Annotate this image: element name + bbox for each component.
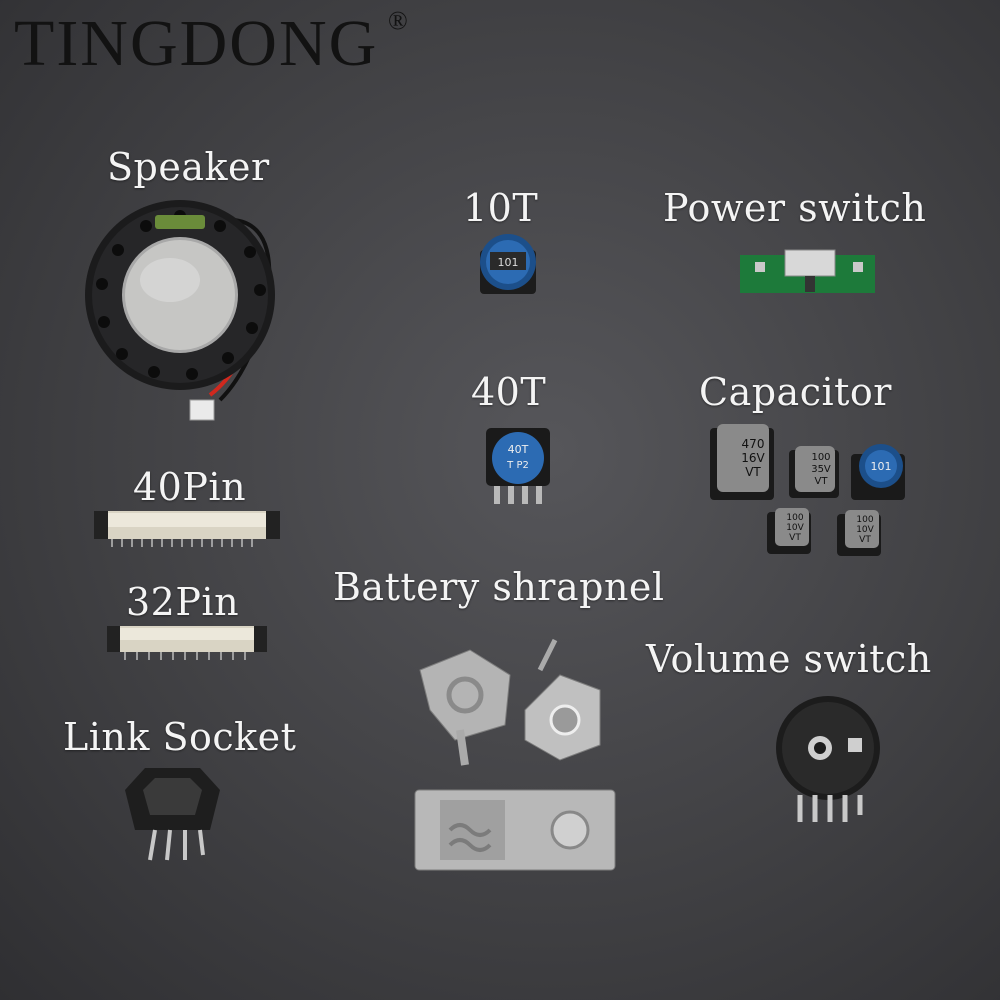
cap-small-b-line3: VT xyxy=(859,535,871,545)
cap-small-b-line1: 100 xyxy=(856,515,873,525)
cap-small-a-line1: 100 xyxy=(786,513,803,523)
inductor-40t-marking-bottom: T P2 xyxy=(506,460,529,471)
cap-mid-line2: 35V xyxy=(811,464,831,475)
label-10t: 10T xyxy=(463,186,539,230)
connector-40pin-image xyxy=(94,511,280,547)
inductor-10t-image: 101 xyxy=(480,234,536,294)
connector-32pin-image xyxy=(107,626,267,660)
cap-large-line2: 16V xyxy=(741,451,765,465)
speaker-image xyxy=(85,200,275,421)
capacitors-image: 470 16V VT 100 35V VT 101 100 10V VT 100… xyxy=(710,424,905,556)
label-32pin: 32Pin xyxy=(126,580,240,624)
registered-mark: ® xyxy=(388,6,408,35)
link-socket-image xyxy=(125,768,220,861)
inductor-10t-marking: 101 xyxy=(498,256,519,269)
power-switch-image xyxy=(740,249,875,293)
cap-small-a-line2: 10V xyxy=(786,523,804,533)
inductor-40t-marking-top: 40T xyxy=(508,443,529,456)
brand-logo: TINGDONG xyxy=(14,7,379,80)
inductor-40t-image: 40T T P2 xyxy=(486,428,550,504)
battery-shrapnel-image xyxy=(414,638,616,871)
cap-mid-line1: 100 xyxy=(811,452,830,463)
label-speaker: Speaker xyxy=(107,145,270,189)
label-link-socket: Link Socket xyxy=(63,715,297,759)
volume-switch-image xyxy=(776,696,880,822)
cap-large-line1: 470 xyxy=(742,437,765,451)
label-40pin: 40Pin xyxy=(133,465,247,509)
cap-mid-line3: VT xyxy=(815,476,829,487)
cap-small-b-line2: 10V xyxy=(856,525,874,535)
cap-large-line3: VT xyxy=(745,465,761,479)
label-battery-shrapnel: Battery shrapnel xyxy=(333,565,665,609)
label-capacitor: Capacitor xyxy=(699,370,892,414)
label-40t: 40T xyxy=(471,370,547,414)
label-power-switch: Power switch xyxy=(663,186,927,230)
cap-blue-marking: 101 xyxy=(871,460,892,473)
cap-small-a-line3: VT xyxy=(789,533,801,543)
label-volume-switch: Volume switch xyxy=(646,637,932,681)
